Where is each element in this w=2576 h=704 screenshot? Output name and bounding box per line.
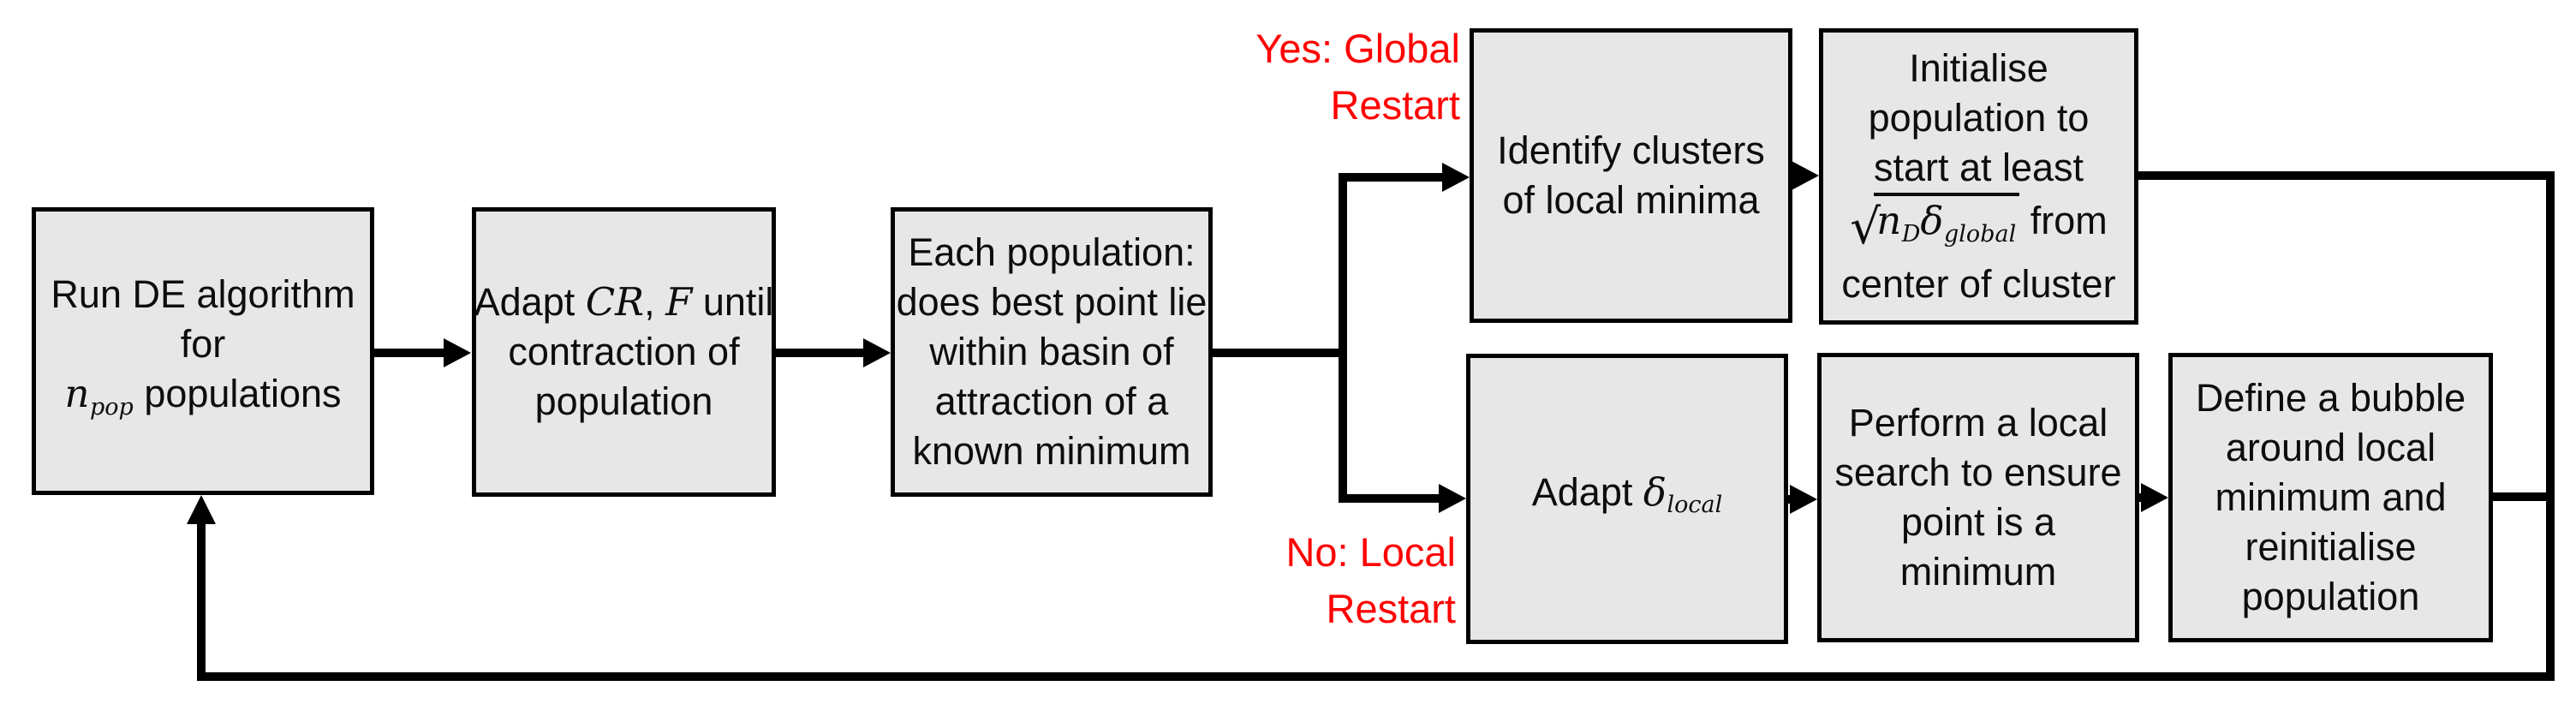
branch-label-no-local-restart: No: Local Restart xyxy=(1173,524,1456,637)
arrowhead-return-to-box1 xyxy=(187,495,216,524)
arrowhead-box2-to-box3 xyxy=(863,338,891,367)
connector-right-rail xyxy=(2546,171,2555,681)
connector-no-branch xyxy=(1339,494,1442,503)
branch-label-yes-line1: Yes: Global xyxy=(1255,26,1460,71)
arrowhead-box4-to-box5 xyxy=(1792,161,1819,190)
connector-return-bottom xyxy=(197,672,2555,681)
branch-label-yes-line2: Restart xyxy=(1330,82,1461,128)
branch-label-no-line2: Restart xyxy=(1326,586,1457,631)
arrowhead-box6-to-box7 xyxy=(1790,485,1817,514)
branch-label-yes-global-restart: Yes: Global Restart xyxy=(1178,21,1460,134)
connector-box2-to-box3 xyxy=(776,349,867,357)
connector-box1-to-box2 xyxy=(374,349,451,357)
connector-yes-branch xyxy=(1339,173,1445,182)
arrowhead-box1-to-box2 xyxy=(444,338,471,367)
connector-branch-vertical xyxy=(1339,173,1347,503)
connector-box5-to-right-rail xyxy=(2138,171,2555,180)
connector-box8-to-right-rail xyxy=(2493,492,2546,501)
branch-label-no-line1: No: Local xyxy=(1285,529,1456,575)
arrowhead-box7-to-box8 xyxy=(2141,483,2168,512)
flow-box-adapt-delta-local: Adapt δlocal xyxy=(1466,354,1788,644)
connector-branch-stem xyxy=(1213,349,1347,357)
arrowhead-no-branch xyxy=(1439,484,1466,513)
arrowhead-yes-branch xyxy=(1442,163,1470,192)
connector-return-left xyxy=(197,521,206,677)
